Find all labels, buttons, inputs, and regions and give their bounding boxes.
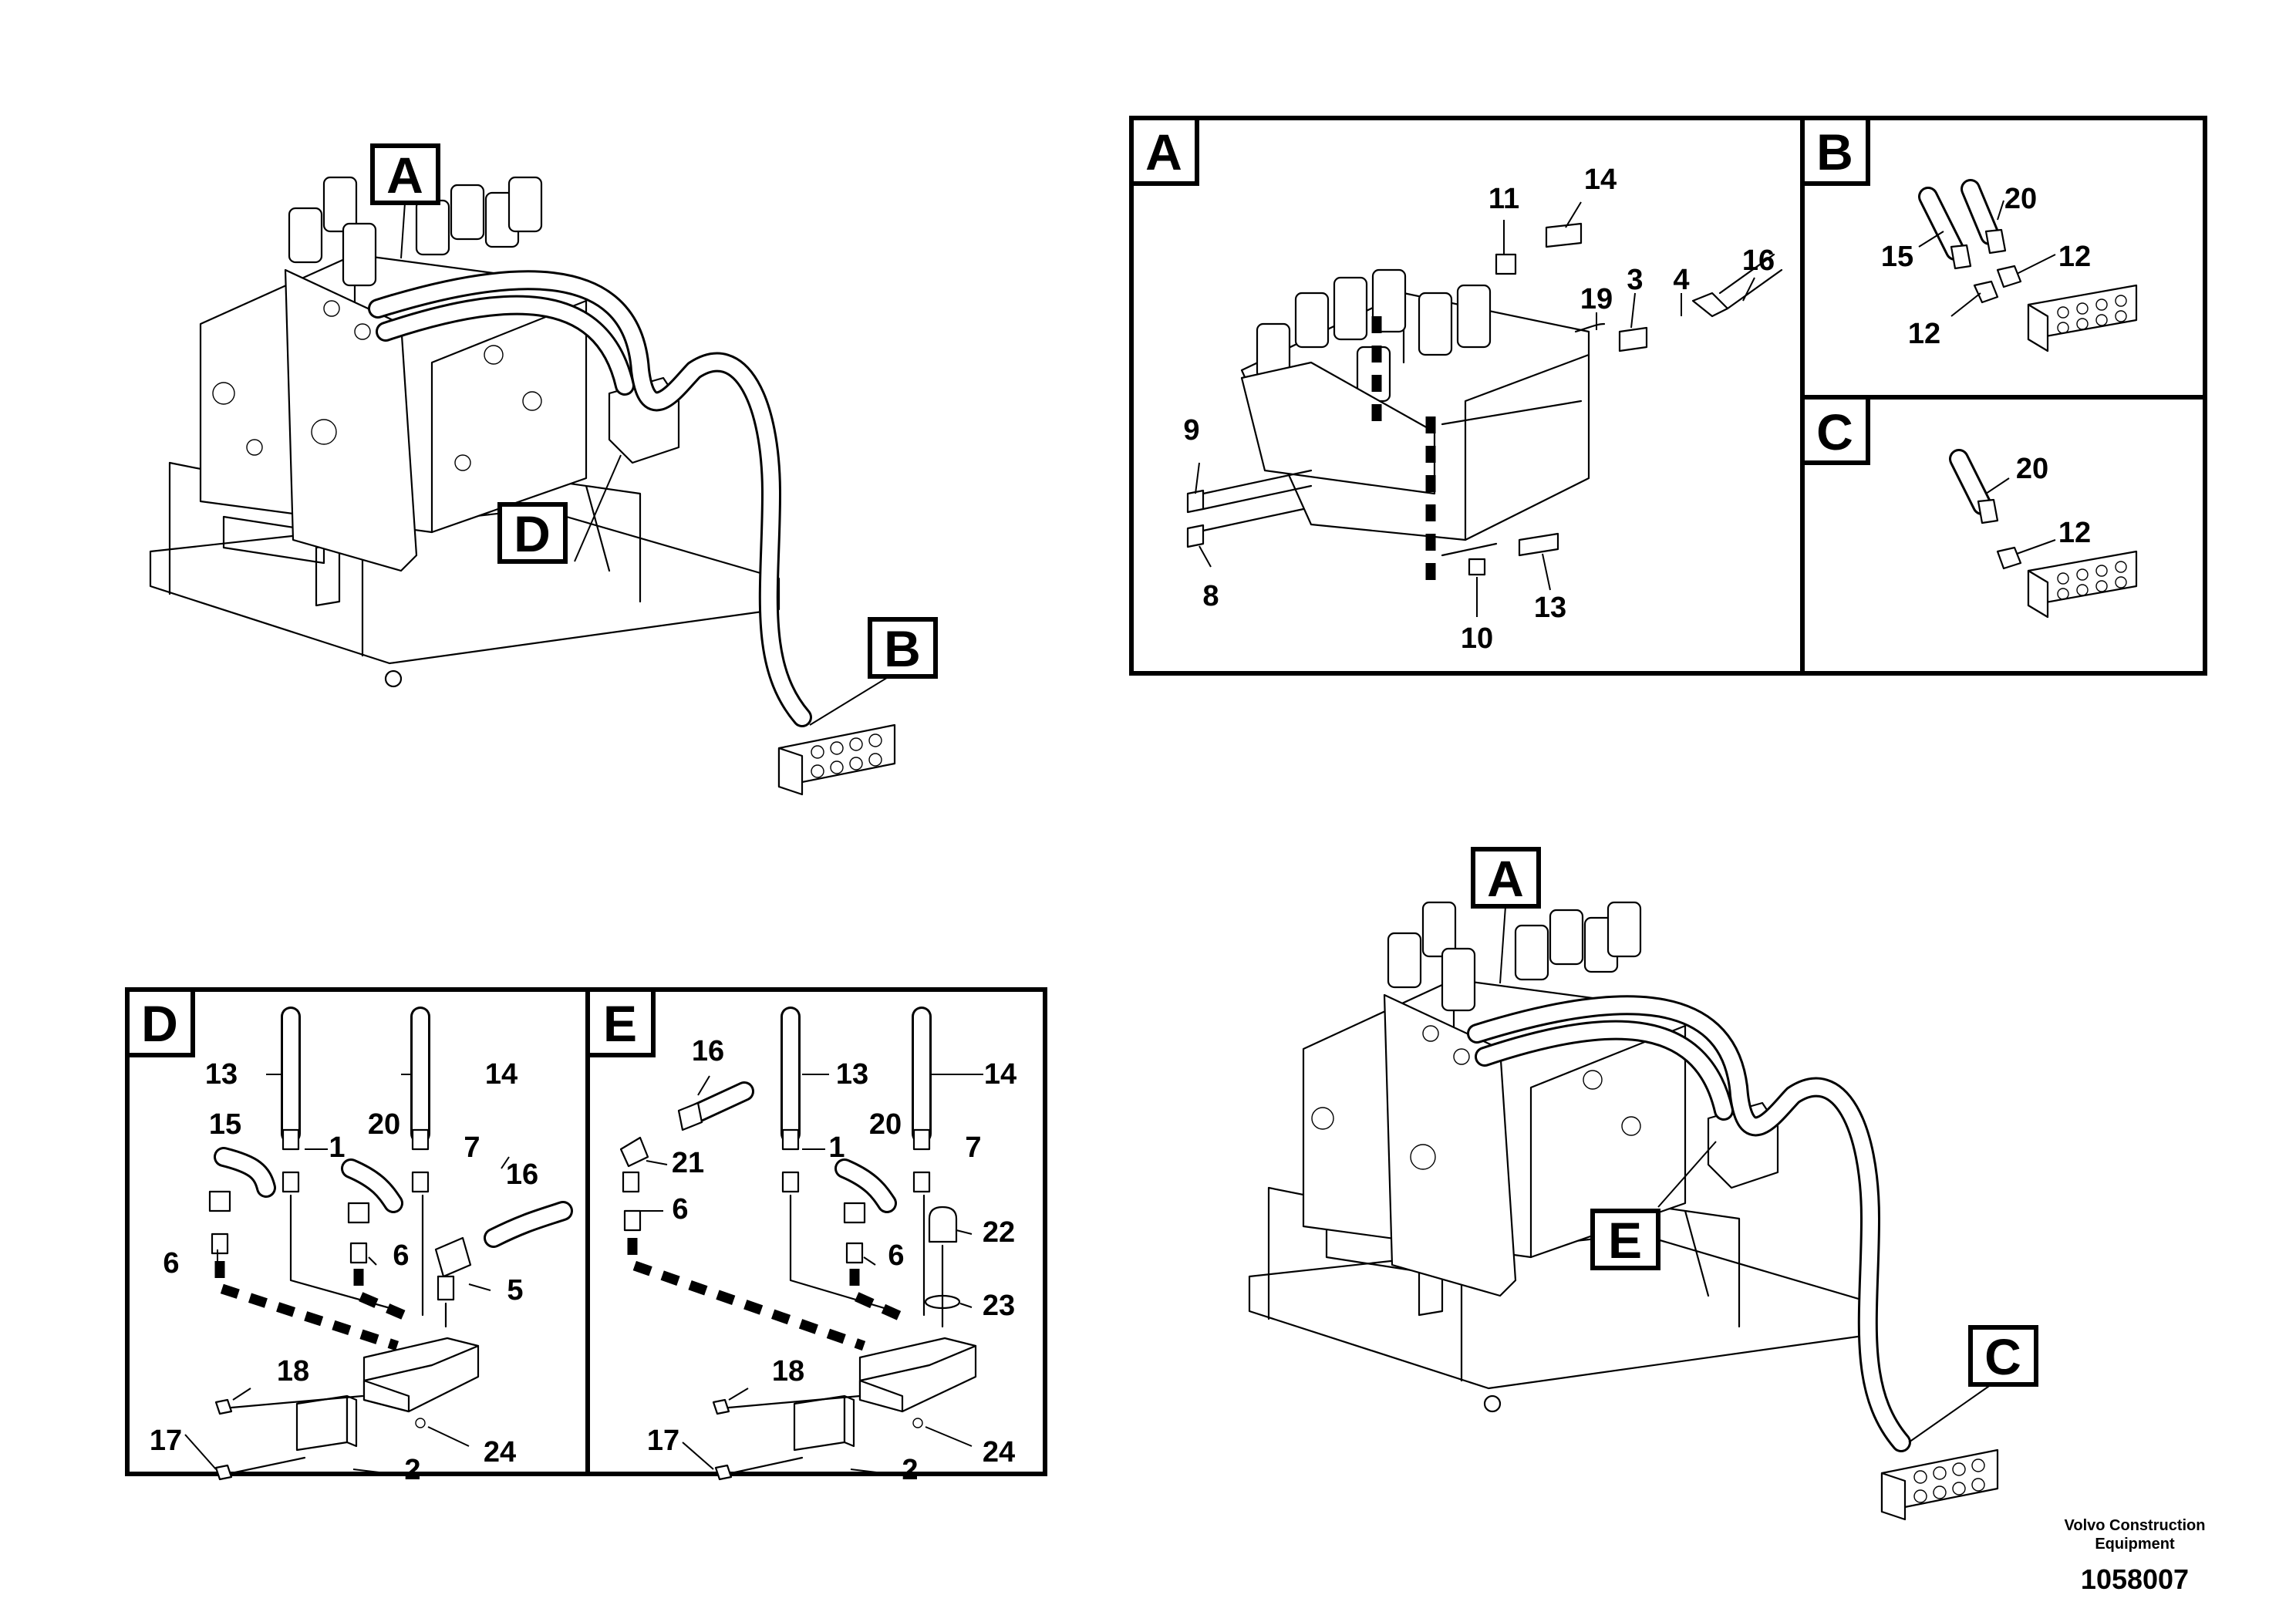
part-label-D-13: 13 — [205, 1058, 238, 1091]
callout-C-label: C — [1984, 1328, 2021, 1385]
part-label-E-16: 16 — [692, 1035, 724, 1067]
part-label-E-23: 23 — [983, 1290, 1015, 1322]
part-label-D-17: 17 — [150, 1425, 182, 1457]
panel-B-title: B — [1816, 123, 1853, 180]
part-label-D-20: 20 — [368, 1108, 400, 1141]
part-label-A-8: 8 — [1202, 580, 1219, 612]
part-label-E-18: 18 — [772, 1355, 804, 1388]
part-label-A-11: 11 — [1489, 183, 1519, 215]
part-label-D-6a: 6 — [163, 1247, 179, 1280]
part-label-B-12a: 12 — [2058, 241, 2091, 273]
part-label-B-15: 15 — [1881, 241, 1913, 273]
callout-C-box[interactable] — [1968, 1325, 2038, 1387]
part-label-D-24: 24 — [484, 1436, 516, 1469]
part-label-D-5: 5 — [507, 1274, 523, 1307]
part-label-E-6b: 6 — [888, 1239, 904, 1272]
part-label-E-6a: 6 — [672, 1193, 688, 1226]
part-label-E-22: 22 — [983, 1216, 1015, 1249]
part-label-D-15: 15 — [209, 1108, 241, 1141]
part-label-D-18: 18 — [277, 1355, 309, 1388]
callout-A-label-1: A — [386, 147, 423, 204]
part-label-D-16: 16 — [506, 1158, 538, 1191]
part-label-A-19: 19 — [1580, 283, 1613, 315]
footer-company-line2: Equipment — [2095, 1536, 2175, 1553]
part-label-E-7: 7 — [965, 1131, 981, 1164]
panel-A-title: A — [1145, 123, 1182, 180]
callout-B-label: B — [884, 620, 921, 677]
part-label-B-20: 20 — [2004, 183, 2037, 215]
callout-E-box[interactable] — [1590, 1209, 1660, 1270]
footer-company-line1: Volvo Construction — [2065, 1517, 2206, 1534]
part-label-A-10: 10 — [1461, 622, 1493, 655]
part-label-D-2: 2 — [404, 1454, 420, 1486]
part-label-A-3: 3 — [1627, 264, 1643, 296]
panel-D: D — [125, 987, 573, 1486]
detail-panels-abc: A — [1129, 116, 2207, 676]
part-label-E-13: 13 — [836, 1058, 868, 1091]
part-label-E-1: 1 — [828, 1131, 845, 1164]
part-label-E-24: 24 — [983, 1436, 1015, 1469]
panel-A: A — [1129, 116, 1783, 655]
callout-A-label-2: A — [1487, 850, 1524, 907]
panel-E: E — [585, 987, 1017, 1486]
panel-C: C 20 12 — [1800, 395, 2138, 619]
callout-E-label: E — [1608, 1212, 1642, 1269]
part-label-D-14: 14 — [485, 1058, 518, 1091]
overview-view-1: A D B — [149, 143, 938, 796]
panel-C-title: C — [1816, 403, 1853, 460]
part-label-D-6b: 6 — [393, 1239, 409, 1272]
detail-panels-de: D — [125, 987, 1047, 1486]
figure-number: 1058007 — [2081, 1563, 2189, 1595]
part-label-A-13: 13 — [1534, 592, 1566, 624]
panel-D-title: D — [141, 995, 178, 1052]
panel-E-title: E — [603, 995, 637, 1052]
callout-A-box-1[interactable] — [370, 143, 440, 205]
overview-view-2: A E C — [1248, 847, 2038, 1521]
part-label-D-7: 7 — [464, 1131, 480, 1164]
part-label-A-9: 9 — [1183, 414, 1199, 447]
part-label-A-4: 4 — [1673, 264, 1689, 296]
panel-B: B 20 15 12 12 — [1800, 116, 2138, 352]
part-label-A-16: 16 — [1742, 244, 1775, 277]
callout-A-box-2[interactable] — [1471, 847, 1541, 909]
part-label-C-20: 20 — [2016, 453, 2048, 485]
part-label-E-17: 17 — [647, 1425, 679, 1457]
part-label-E-2: 2 — [902, 1454, 918, 1486]
callout-B-box[interactable] — [868, 617, 938, 679]
part-label-A-14: 14 — [1584, 164, 1617, 196]
part-label-E-20: 20 — [869, 1108, 902, 1141]
footer: Volvo Construction Equipment 1058007 — [2065, 1517, 2206, 1595]
part-label-D-1: 1 — [329, 1131, 345, 1164]
part-label-E-14: 14 — [984, 1058, 1017, 1091]
callout-D-box[interactable] — [497, 502, 568, 564]
callout-D-label: D — [514, 505, 551, 562]
part-label-E-21: 21 — [672, 1147, 704, 1179]
part-label-C-12: 12 — [2058, 517, 2091, 549]
part-label-B-12b: 12 — [1908, 318, 1940, 350]
